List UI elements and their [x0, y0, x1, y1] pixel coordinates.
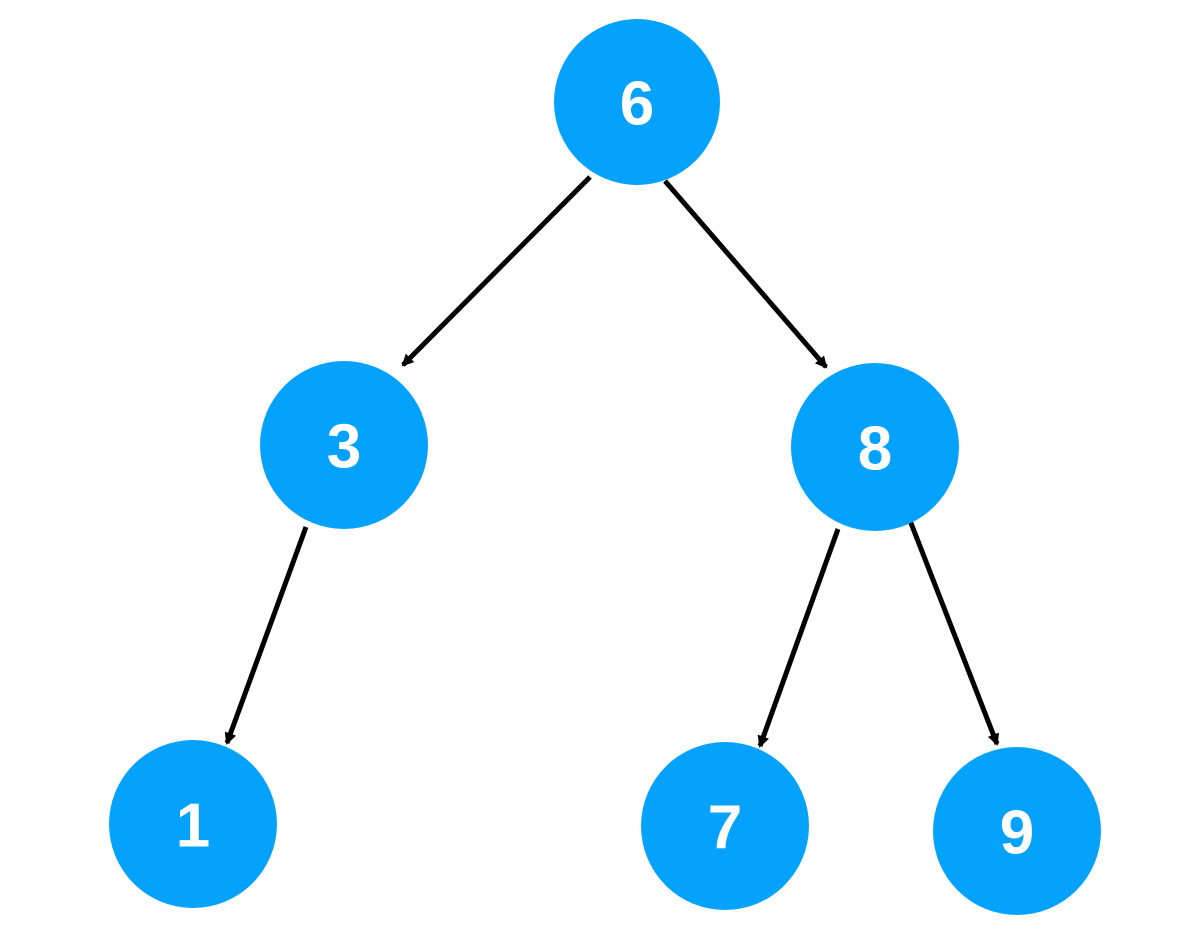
node-label: 6: [620, 70, 654, 139]
edge-6-to-8: [663, 179, 828, 369]
node-circle: [641, 742, 809, 910]
tree-node-7: 7: [641, 742, 809, 910]
tree-node-6: 6: [554, 19, 720, 185]
nodes: 6 3 8 1 7 9: [109, 19, 1101, 915]
node-label: 3: [327, 413, 361, 482]
edges: [224, 175, 1000, 748]
edge-8-to-9: [906, 517, 1000, 746]
edge-8-to-7: [757, 528, 841, 748]
edge-3-to-1: [224, 526, 309, 745]
tree-node-3: 3: [260, 361, 428, 529]
tree-node-9: 9: [933, 747, 1101, 915]
node-circle: [554, 19, 720, 185]
node-circle: [109, 740, 277, 908]
edge-6-to-3: [401, 175, 592, 367]
node-label: 7: [708, 794, 742, 863]
tree-node-8: 8: [791, 363, 959, 531]
node-label: 9: [1000, 799, 1034, 868]
node-label: 8: [858, 415, 892, 484]
node-label: 1: [176, 792, 210, 861]
node-circle: [260, 361, 428, 529]
node-circle: [933, 747, 1101, 915]
node-circle: [791, 363, 959, 531]
tree-node-1: 1: [109, 740, 277, 908]
